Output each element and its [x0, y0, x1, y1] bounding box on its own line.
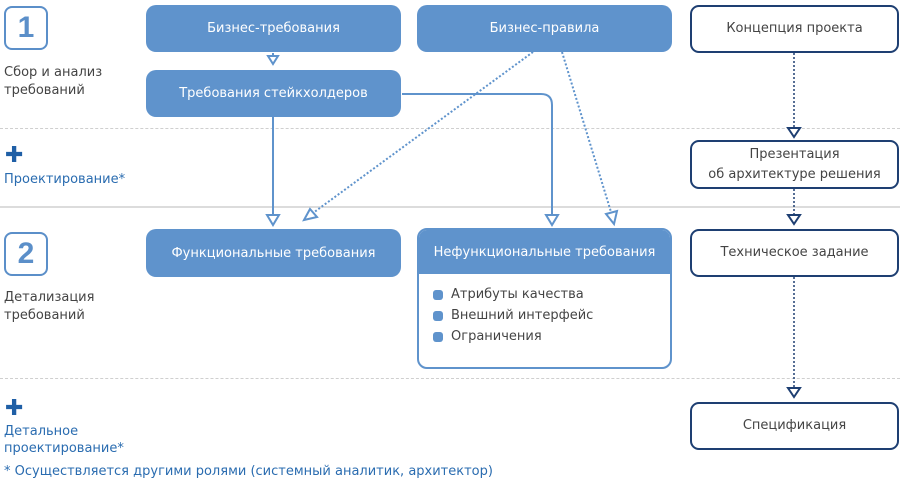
stage-label-2: Детализация требований: [4, 289, 94, 325]
stage-number-1: 1: [4, 6, 48, 50]
bullet-icon: [433, 331, 443, 342]
stage-number-2: 2: [4, 232, 48, 276]
plus-icon: ✚: [5, 143, 24, 168]
stage-label-2-line2: требований: [4, 308, 85, 323]
box-architecture-presentation[interactable]: Презентация об архитектуре решения: [690, 140, 899, 189]
list-item: Атрибуты качества: [433, 284, 670, 305]
box-project-concept[interactable]: Концепция проекта: [690, 5, 899, 53]
box-business-rules[interactable]: Бизнес-правила: [417, 5, 672, 52]
box-stakeholder-requirements[interactable]: Требования стейкхолдеров: [146, 70, 401, 117]
arrowhead-stakeholder-to-functional: [265, 214, 281, 227]
nonfunctional-title: Нефункциональные требования: [419, 230, 670, 274]
box-functional-requirements[interactable]: Функциональные требования: [146, 229, 401, 277]
list-item-label: Ограничения: [451, 329, 542, 344]
arrowhead-presentation-to-tz: [786, 214, 802, 226]
bullet-icon: [433, 289, 443, 300]
list-item-label: Внешний интерфейс: [451, 308, 594, 323]
presentation-line1: Презентация: [749, 146, 840, 162]
sub-stage-detailed-design-line2: проектирование*: [4, 441, 124, 456]
box-business-requirements[interactable]: Бизнес-требования: [146, 5, 401, 52]
list-item-label: Атрибуты качества: [451, 287, 584, 302]
arrow-rules-to-nonfunctional: [561, 51, 612, 213]
separator-dashed-2: [0, 378, 900, 379]
stage-label-1-line1: Сбор и анализ: [4, 65, 103, 80]
stage-label-1-line2: требований: [4, 83, 85, 98]
sub-stage-detailed-design-line1: Детальное: [4, 424, 79, 439]
stage-label-2-line1: Детализация: [4, 290, 95, 305]
plus-icon: ✚: [5, 396, 24, 421]
list-item: Ограничения: [433, 326, 670, 347]
arrowhead-business-to-stakeholder: [266, 55, 280, 66]
arrowhead-stakeholder-to-nonfunctional: [544, 214, 560, 227]
box-specification[interactable]: Спецификация: [690, 402, 899, 450]
sub-stage-detailed-design: Детальное проектирование*: [4, 423, 124, 457]
separator-dashed-1: [0, 128, 900, 129]
box-nonfunctional-requirements[interactable]: Нефункциональные требования Атрибуты кач…: [417, 228, 672, 369]
arrow-stakeholder-to-nonfunctional: [402, 93, 553, 214]
box-technical-specification[interactable]: Техническое задание: [690, 229, 899, 277]
sub-stage-design: Проектирование*: [4, 172, 126, 187]
arrowhead-tz-to-spec: [786, 387, 802, 399]
stage-label-1: Сбор и анализ требований: [4, 64, 102, 100]
arrowhead-rules-to-functional: [302, 207, 319, 222]
separator-stage-2: [0, 206, 900, 208]
arrowhead-concept-to-presentation: [786, 127, 802, 139]
nonfunctional-list: Атрибуты качества Внешний интерфейс Огра…: [419, 274, 670, 347]
list-item: Внешний интерфейс: [433, 305, 670, 326]
presentation-line2: об архитектуре решения: [708, 166, 881, 182]
arrowhead-rules-to-nonfunctional: [604, 209, 619, 227]
bullet-icon: [433, 310, 443, 321]
footnote: * Осуществляется другими ролями (системн…: [4, 464, 493, 479]
